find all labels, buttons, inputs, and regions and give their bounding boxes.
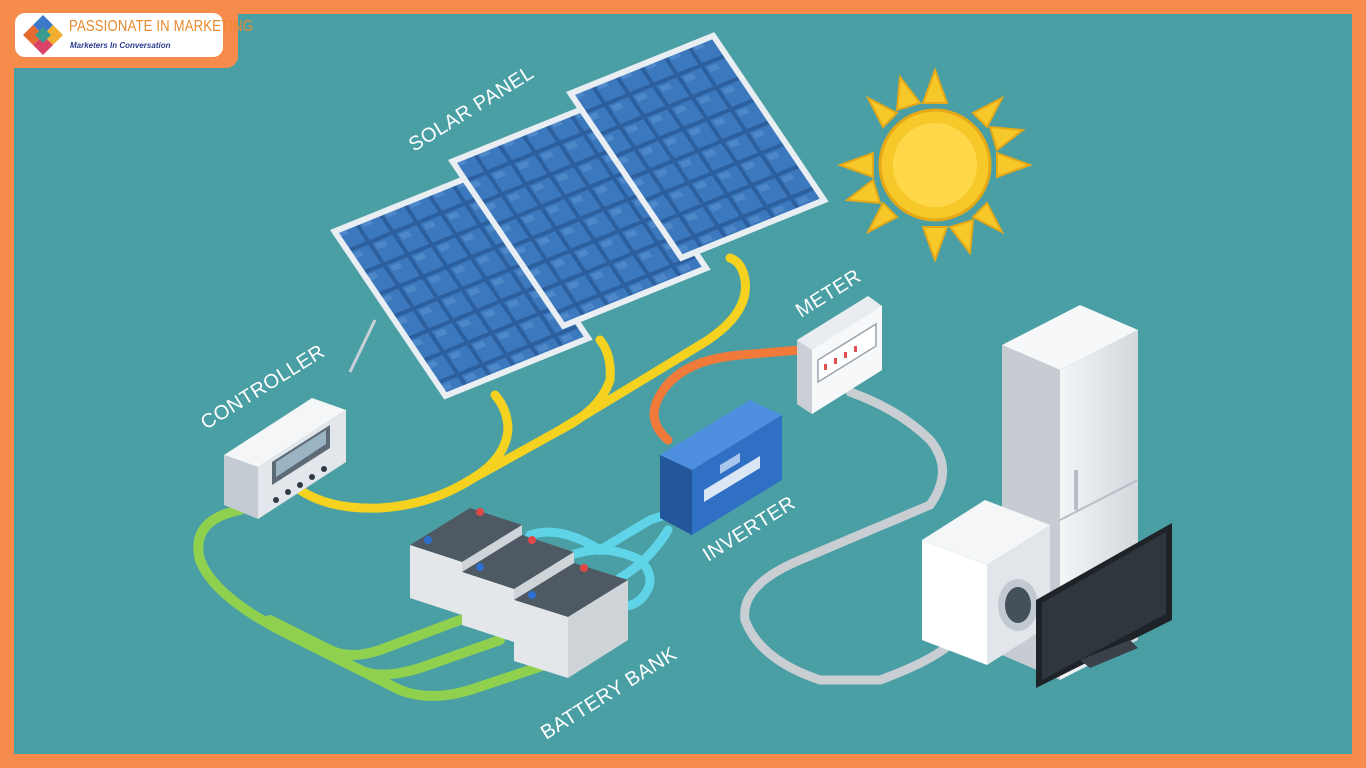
wire-cyan (525, 510, 673, 611)
meter-box (797, 296, 882, 414)
wire-grey (740, 387, 960, 685)
solar-panel-left (330, 170, 593, 400)
television (1036, 523, 1172, 688)
logo-badge[interactable]: PASSIONATE IN MARKETING Marketers In Con… (15, 13, 253, 57)
battery-bank (410, 508, 628, 678)
inverter (660, 400, 782, 535)
logo-title: PASSIONATE IN MARKETING (69, 18, 254, 35)
solar-panel-right (566, 32, 829, 262)
diagram-frame: SOLAR PANEL CONTROLLER METER INVERTER BA… (14, 14, 1352, 754)
wire-orange (649, 345, 805, 445)
wire-yellow (295, 253, 750, 513)
logo-mark-icon (23, 15, 63, 55)
washing-machine (922, 500, 1050, 665)
logo-tagline: Marketers In Conversation (70, 41, 171, 50)
logo-tab: PASSIONATE IN MARKETING Marketers In Con… (0, 0, 253, 68)
solar-panel-middle (447, 100, 711, 330)
battery-3 (514, 563, 628, 678)
solar-system-diagram: SOLAR PANEL CONTROLLER METER INVERTER BA… (193, 32, 1172, 744)
sun-icon (837, 67, 1033, 263)
solar-panel-array (330, 32, 829, 400)
charge-controller (224, 398, 346, 519)
wire-green (193, 505, 565, 701)
